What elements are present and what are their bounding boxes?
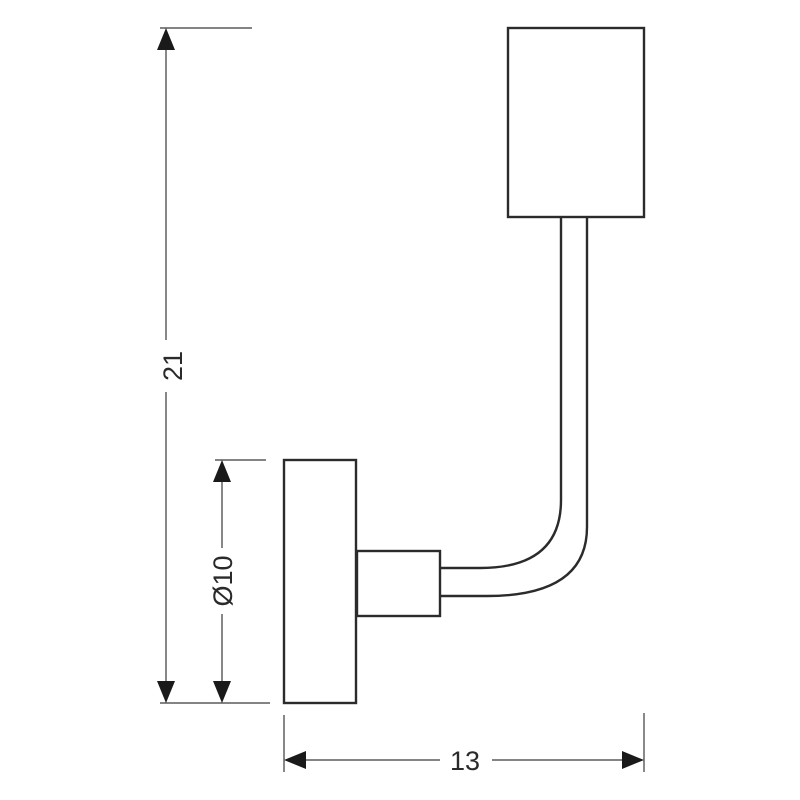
- arrowhead-right-icon: [622, 751, 644, 769]
- lamp-shade: [506, 26, 646, 219]
- diameter-dimension: Ø10: [208, 459, 266, 703]
- arm-connector: [355, 549, 442, 618]
- wall-plate: [282, 458, 358, 705]
- arrowhead-down-icon: [213, 681, 231, 703]
- arrowhead-down-icon: [157, 681, 175, 703]
- diameter-label: Ø10: [208, 555, 238, 606]
- arrowhead-up-icon: [213, 460, 231, 482]
- arrowhead-left-icon: [284, 751, 306, 769]
- height-label: 21: [158, 351, 188, 381]
- height-dimension: 21: [157, 27, 270, 704]
- arm-tube-inner: [440, 217, 563, 570]
- width-label: 13: [450, 746, 480, 776]
- width-dimension: 13: [283, 713, 645, 776]
- arm-tube-outer: [440, 217, 589, 598]
- arrowhead-up-icon: [157, 28, 175, 50]
